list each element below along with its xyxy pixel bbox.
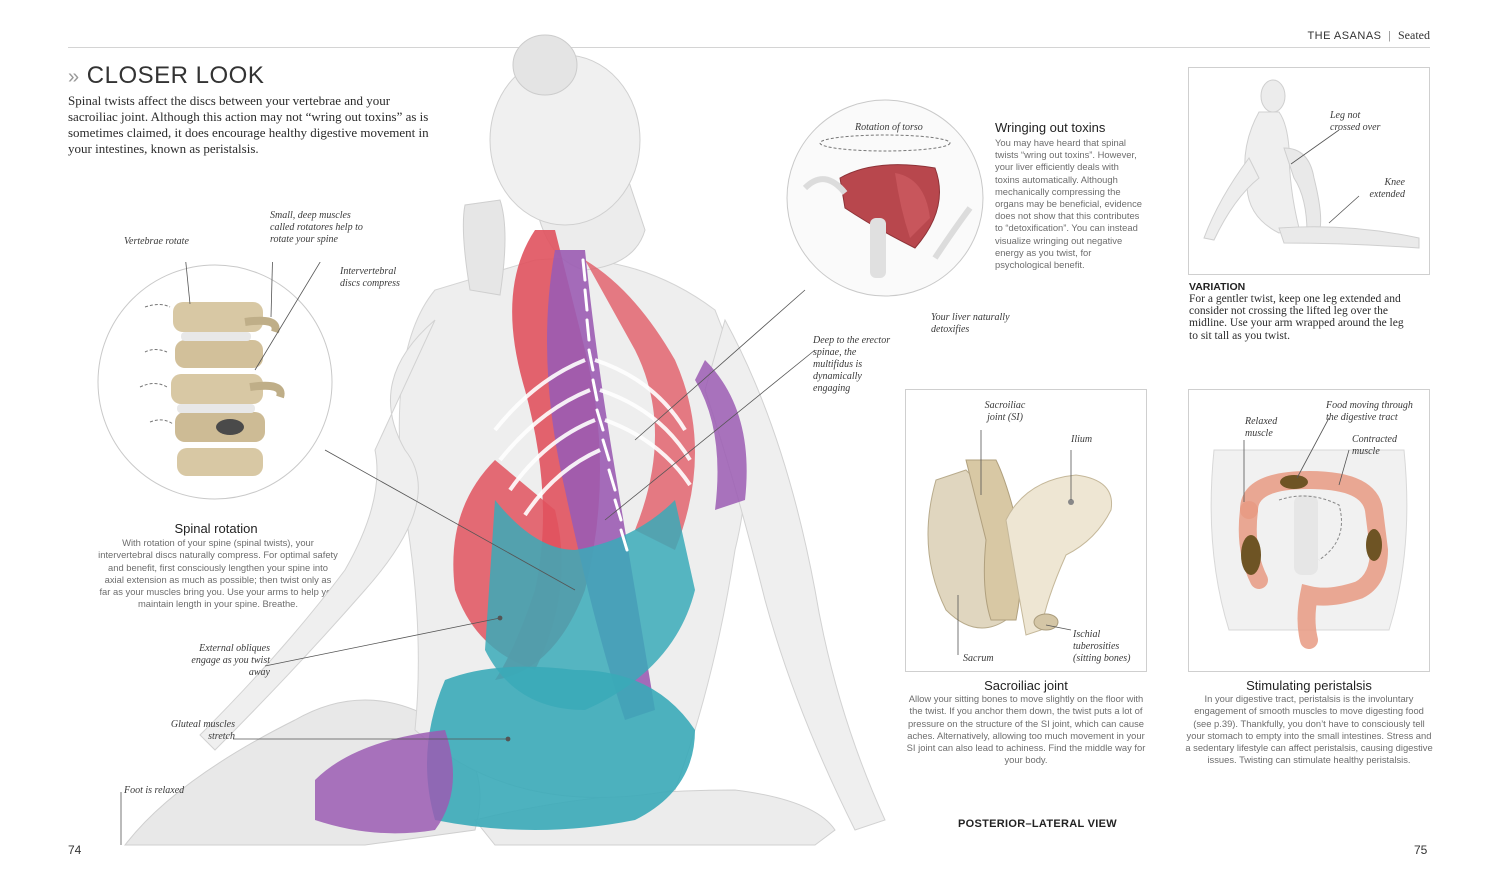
label-knee-extended: Knee extended bbox=[1369, 177, 1405, 200]
intro-text: Spinal twists affect the discs between y… bbox=[68, 93, 429, 156]
seated-variation-figure bbox=[1203, 79, 1420, 249]
header-rule bbox=[68, 47, 1430, 48]
pelvis-illustration bbox=[927, 430, 1113, 655]
label-rotation-of-torso: Rotation of torso bbox=[855, 122, 923, 133]
view-label: POSTERIOR–LATERAL VIEW bbox=[958, 818, 1117, 830]
header-divider: | bbox=[1388, 30, 1392, 42]
spinal-rotation-title: Spinal rotation bbox=[174, 521, 258, 536]
closer-look-heading: » CLOSER LOOK bbox=[68, 62, 264, 90]
label-gluteal-muscles: Gluteal muscles stretch bbox=[170, 719, 235, 742]
label-vertebrae-rotate: Vertebrae rotate bbox=[124, 236, 189, 247]
label-ischial-tuberosities: Ischial tuberosities (sitting bones) bbox=[1073, 629, 1131, 664]
label-external-obliques: External obliques engage as you twist aw… bbox=[191, 643, 270, 678]
page-title: CLOSER LOOK bbox=[86, 62, 265, 89]
variation-title: VARIATION bbox=[1189, 281, 1246, 293]
label-leg-not-crossed: Leg not crossed over bbox=[1330, 110, 1381, 133]
variation-body: For a gentler twist, keep one leg extend… bbox=[1189, 293, 1404, 342]
liver-illustration bbox=[786, 99, 984, 297]
label-intervertebral-discs: Intervertebral discs compress bbox=[340, 266, 400, 289]
sacroiliac-illustration-frame bbox=[905, 389, 1147, 672]
label-rotatores: Small, deep muscles called rotatores hel… bbox=[270, 210, 363, 245]
sacroiliac-title: Sacroiliac joint bbox=[984, 678, 1068, 693]
label-multifidus: Deep to the erector spinae, the multifid… bbox=[813, 335, 891, 394]
page-number-right: 75 bbox=[1414, 843, 1428, 857]
label-relaxed-muscle: Relaxed muscle bbox=[1245, 416, 1278, 439]
label-sacroiliac-joint: Sacroiliac joint (SI) bbox=[984, 400, 1026, 423]
running-header-subsection: Seated bbox=[1398, 28, 1430, 42]
label-food-moving: Food moving through the digestive tract bbox=[1326, 400, 1413, 423]
chevron-icon: » bbox=[68, 66, 80, 88]
sacroiliac-body: Allow your sitting bones to move slightl… bbox=[906, 693, 1146, 766]
running-header: THE ASANAS | Seated bbox=[1250, 28, 1430, 43]
vertebrae-column-icon bbox=[171, 302, 285, 476]
spinal-rotation-body: With rotation of your spine (spinal twis… bbox=[98, 537, 338, 610]
variation-illustration-frame bbox=[1188, 67, 1430, 275]
peristalsis-illustration-frame bbox=[1188, 389, 1430, 672]
running-header-section: THE ASANAS bbox=[1307, 30, 1382, 42]
label-ilium: Ilium bbox=[1071, 434, 1093, 445]
peristalsis-title: Stimulating peristalsis bbox=[1246, 678, 1372, 693]
twisting-figure-illustration bbox=[120, 34, 886, 846]
intestine-illustration bbox=[1210, 417, 1408, 649]
toxins-body: You may have heard that spinal twists “w… bbox=[995, 137, 1142, 271]
peristalsis-body: In your digestive tract, peristalsis is … bbox=[1185, 693, 1433, 766]
label-foot-relaxed: Foot is relaxed bbox=[124, 785, 185, 796]
spinal-rotation-illustration bbox=[97, 262, 333, 500]
label-sacrum: Sacrum bbox=[963, 653, 994, 664]
page-number-left: 74 bbox=[68, 843, 82, 857]
toxins-title: Wringing out toxins bbox=[995, 120, 1106, 135]
label-contracted-muscle: Contracted muscle bbox=[1352, 434, 1397, 457]
label-liver-detoxifies: Your liver naturally detoxifies bbox=[931, 312, 1010, 335]
